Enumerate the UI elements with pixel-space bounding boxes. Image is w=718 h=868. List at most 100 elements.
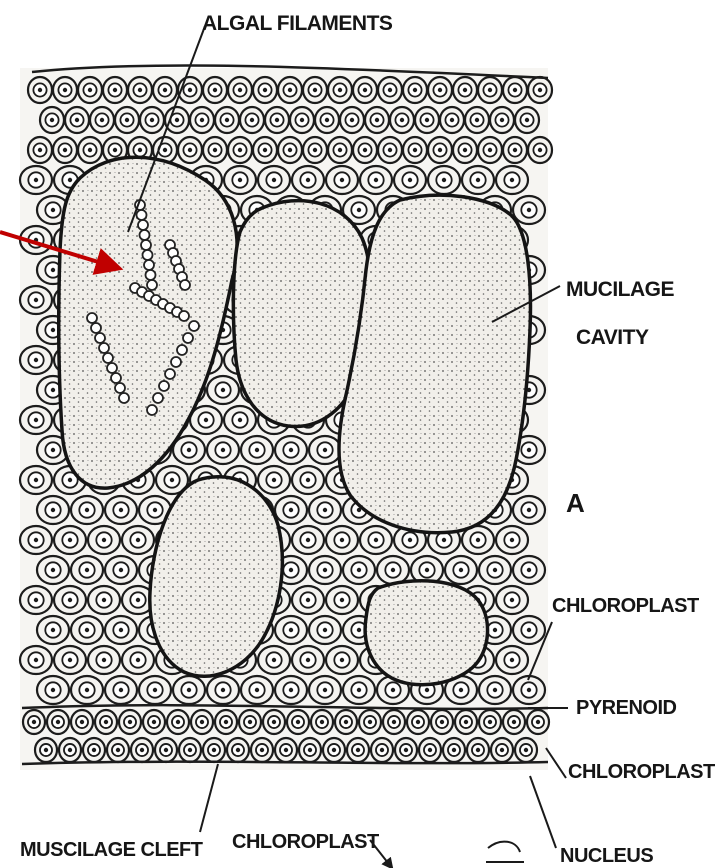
pyrenoid bbox=[34, 418, 38, 422]
pyrenoid bbox=[357, 628, 361, 632]
pyrenoid bbox=[188, 148, 192, 152]
pyrenoid bbox=[163, 88, 167, 92]
pyrenoid bbox=[153, 508, 157, 512]
pyrenoid bbox=[413, 88, 417, 92]
pyrenoid bbox=[313, 148, 317, 152]
pyrenoid bbox=[289, 508, 293, 512]
pyrenoid bbox=[368, 720, 372, 724]
filament-cell bbox=[143, 250, 153, 260]
pyrenoid bbox=[325, 118, 329, 122]
pyrenoid bbox=[296, 720, 300, 724]
pyrenoid bbox=[119, 628, 123, 632]
pyrenoid bbox=[51, 328, 55, 332]
pyrenoid bbox=[238, 418, 242, 422]
pyrenoid bbox=[442, 538, 446, 542]
pyrenoid bbox=[152, 720, 156, 724]
pyrenoid bbox=[51, 568, 55, 572]
filament-cell bbox=[107, 363, 117, 373]
pyrenoid bbox=[34, 178, 38, 182]
pyrenoid bbox=[68, 478, 72, 482]
pyrenoid bbox=[238, 88, 242, 92]
pyrenoid bbox=[34, 658, 38, 662]
pyrenoid bbox=[340, 598, 344, 602]
pyrenoid bbox=[236, 748, 240, 752]
pyrenoid bbox=[63, 148, 67, 152]
filament-cell bbox=[183, 333, 193, 343]
pyrenoid bbox=[493, 568, 497, 572]
pyrenoid bbox=[308, 748, 312, 752]
pyrenoid bbox=[391, 568, 395, 572]
filament-cell bbox=[138, 220, 148, 230]
label-letter-a: A bbox=[566, 488, 585, 518]
pyrenoid bbox=[510, 658, 514, 662]
pyrenoid bbox=[408, 538, 412, 542]
filament-cell bbox=[177, 345, 187, 355]
pyrenoid bbox=[306, 538, 310, 542]
pyrenoid bbox=[323, 688, 327, 692]
pyrenoid bbox=[338, 88, 342, 92]
pyrenoid bbox=[300, 118, 304, 122]
pyrenoid bbox=[476, 178, 480, 182]
pyrenoid bbox=[289, 628, 293, 632]
pyrenoid bbox=[440, 720, 444, 724]
pyrenoid bbox=[63, 88, 67, 92]
pyrenoid bbox=[350, 118, 354, 122]
pyrenoid bbox=[332, 748, 336, 752]
filament-cell bbox=[115, 383, 125, 393]
pyrenoid bbox=[288, 88, 292, 92]
pyrenoid bbox=[306, 178, 310, 182]
pyrenoid bbox=[164, 748, 168, 752]
pyrenoid bbox=[136, 658, 140, 662]
label-muscilage-cleft: MUSCILAGE CLEFT bbox=[20, 839, 203, 861]
pyrenoid bbox=[224, 720, 228, 724]
pyrenoid bbox=[88, 88, 92, 92]
pyrenoid bbox=[500, 748, 504, 752]
pyrenoid bbox=[413, 148, 417, 152]
label-pyrenoid: PYRENOID bbox=[576, 697, 677, 719]
pyrenoid bbox=[187, 688, 191, 692]
pyrenoid bbox=[524, 748, 528, 752]
pyrenoid bbox=[204, 418, 208, 422]
pyrenoid bbox=[438, 88, 442, 92]
pyrenoid bbox=[306, 478, 310, 482]
pyrenoid bbox=[344, 720, 348, 724]
pyrenoid bbox=[102, 658, 106, 662]
pyrenoid bbox=[512, 720, 516, 724]
pyrenoid bbox=[113, 148, 117, 152]
pyrenoid bbox=[323, 568, 327, 572]
pyrenoid bbox=[392, 720, 396, 724]
pyrenoid bbox=[284, 748, 288, 752]
pyrenoid bbox=[313, 88, 317, 92]
pyrenoid bbox=[68, 538, 72, 542]
pyrenoid bbox=[50, 118, 54, 122]
pyrenoid bbox=[85, 568, 89, 572]
pointer-muscilage-cleft bbox=[200, 764, 218, 832]
pyrenoid bbox=[170, 478, 174, 482]
pyrenoid bbox=[288, 148, 292, 152]
pyrenoid bbox=[306, 658, 310, 662]
pyrenoid bbox=[510, 538, 514, 542]
pyrenoid bbox=[140, 748, 144, 752]
cavity-lower-right bbox=[365, 581, 487, 685]
pyrenoid bbox=[388, 148, 392, 152]
filament-cell bbox=[165, 369, 175, 379]
nucleus-cell-sketch bbox=[486, 842, 524, 862]
pyrenoid bbox=[200, 720, 204, 724]
pyrenoid bbox=[488, 88, 492, 92]
pyrenoid bbox=[475, 118, 479, 122]
pyrenoid bbox=[323, 448, 327, 452]
pyrenoid bbox=[260, 748, 264, 752]
pyrenoid bbox=[425, 568, 429, 572]
pyrenoid bbox=[463, 148, 467, 152]
pyrenoid bbox=[488, 148, 492, 152]
label-cavity: CAVITY bbox=[576, 326, 649, 349]
pyrenoid bbox=[125, 118, 129, 122]
pyrenoid bbox=[119, 568, 123, 572]
pyrenoid bbox=[357, 208, 361, 212]
pyrenoid bbox=[306, 598, 310, 602]
pyrenoid bbox=[438, 148, 442, 152]
pyrenoid bbox=[250, 118, 254, 122]
pyrenoid bbox=[452, 748, 456, 752]
pyrenoid bbox=[51, 388, 55, 392]
filament-cell bbox=[91, 323, 101, 333]
